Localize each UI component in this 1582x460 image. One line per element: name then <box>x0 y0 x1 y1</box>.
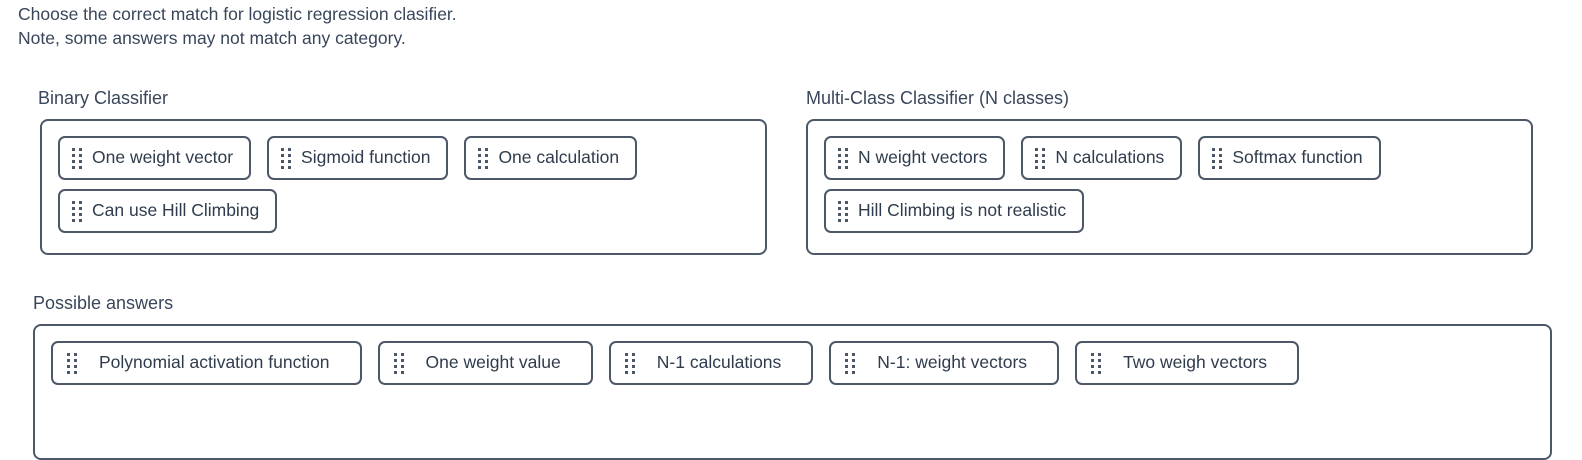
draggable-chip[interactable]: Sigmoid function <box>267 136 449 180</box>
draggable-chip[interactable]: One calculation <box>464 136 638 180</box>
section-label-multiclass-classifier: Multi-Class Classifier (N classes) <box>806 88 1070 108</box>
drag-handle-icon[interactable] <box>72 147 82 169</box>
drag-handle-icon[interactable] <box>393 352 404 374</box>
section-label-possible-answers: Possible answers <box>33 293 174 313</box>
dropzone-multiclass-classifier[interactable]: N weight vectors N calculations Softmax fu… <box>806 119 1533 255</box>
drag-handle-icon[interactable] <box>478 147 489 169</box>
instructions-line-2: Note, some answers may not match any cat… <box>18 28 406 48</box>
draggable-chip[interactable]: N-1 calculations <box>608 341 814 385</box>
drag-handle-icon[interactable] <box>1035 147 1046 169</box>
drag-handle-icon[interactable] <box>1212 147 1223 169</box>
chip-row: Can use Hill Climbing <box>58 189 765 233</box>
chip-row: Polynomial activation function One weight… <box>51 341 1550 385</box>
drag-handle-icon[interactable] <box>838 200 848 222</box>
drag-handle-icon[interactable] <box>72 200 82 222</box>
draggable-chip[interactable]: Can use Hill Climbing <box>58 189 278 233</box>
dropzone-possible-rows: Polynomial activation function One weight… <box>35 326 1550 385</box>
draggable-chip[interactable]: One weight vector <box>58 136 252 180</box>
chip-label: Sigmoid function <box>301 147 431 168</box>
chip-label: Hill Climbing is not realistic <box>858 200 1067 221</box>
instructions: Choose the correct match for logistic re… <box>18 2 457 50</box>
draggable-chip[interactable]: N-1: weight vectors <box>829 341 1060 385</box>
chip-row: Hill Climbing is not realistic <box>824 189 1531 233</box>
chip-label: One calculation <box>498 147 620 168</box>
drag-handle-icon[interactable] <box>624 352 635 374</box>
matching-exercise-page: Choose the correct match for logistic re… <box>18 2 1552 460</box>
chip-label: Softmax function <box>1232 147 1363 168</box>
chip-label: Two weigh vectors <box>1123 352 1268 373</box>
draggable-chip[interactable]: Hill Climbing is not realistic <box>824 189 1085 233</box>
drag-handle-icon[interactable] <box>838 147 848 169</box>
chip-label: N calculations <box>1055 147 1165 168</box>
drag-handle-icon[interactable] <box>845 352 856 374</box>
chip-label: N-1 calculations <box>656 352 782 373</box>
draggable-chip[interactable]: Two weigh vectors <box>1075 341 1300 385</box>
chip-label: One weight vector <box>92 147 234 168</box>
dropzone-binary-rows: One weight vector Sigmoid function One cal… <box>42 121 765 233</box>
drag-handle-icon[interactable] <box>1091 352 1102 374</box>
dropzone-multiclass-rows: N weight vectors N calculations Softmax fu… <box>808 121 1531 233</box>
chip-row: One weight vector Sigmoid function One cal… <box>58 136 765 180</box>
instructions-line-1: Choose the correct match for logistic re… <box>18 4 457 24</box>
draggable-chip[interactable]: One weight value <box>377 341 593 385</box>
dropzone-possible-answers[interactable]: Polynomial activation function One weight… <box>33 324 1552 460</box>
section-label-binary-classifier: Binary Classifier <box>38 88 169 108</box>
dropzone-binary-classifier[interactable]: One weight vector Sigmoid function One cal… <box>40 119 767 255</box>
chip-label: N-1: weight vectors <box>877 352 1028 373</box>
draggable-chip[interactable]: Polynomial activation function <box>51 341 362 385</box>
chip-label: Can use Hill Climbing <box>92 200 260 221</box>
drag-handle-icon[interactable] <box>281 147 292 169</box>
chip-row: N weight vectors N calculations Softmax fu… <box>824 136 1531 180</box>
chip-label: Polynomial activation function <box>99 352 330 373</box>
chip-label: One weight value <box>425 352 561 373</box>
draggable-chip[interactable]: Softmax function <box>1198 136 1381 180</box>
draggable-chip[interactable]: N calculations <box>1021 136 1183 180</box>
drag-handle-icon[interactable] <box>67 352 77 374</box>
chip-label: N weight vectors <box>858 147 988 168</box>
draggable-chip[interactable]: N weight vectors <box>824 136 1006 180</box>
